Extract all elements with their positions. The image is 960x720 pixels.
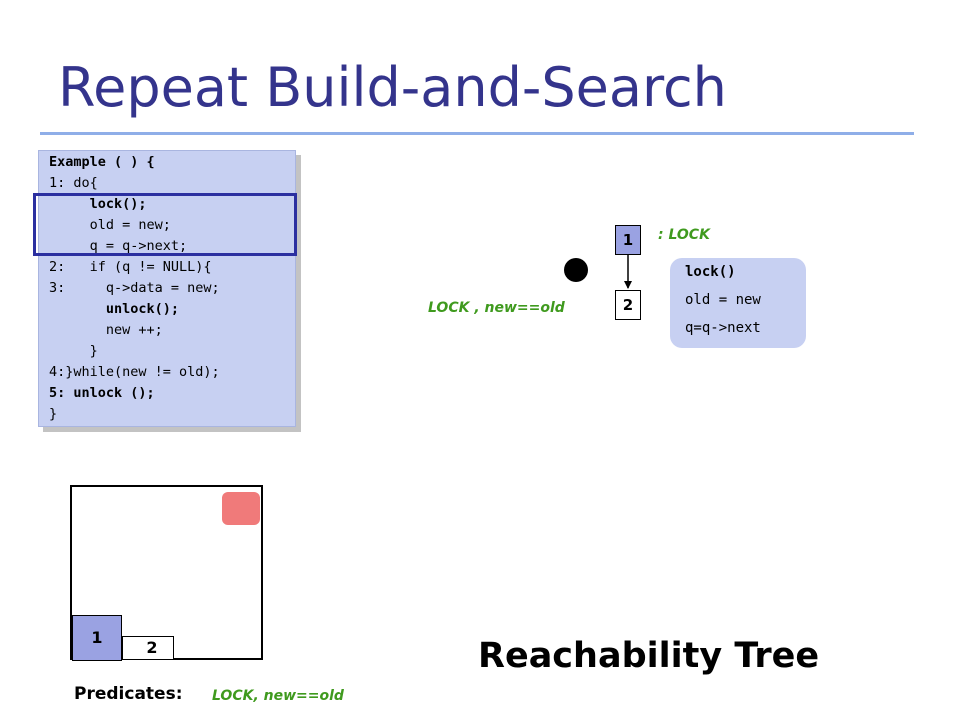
code-line: 3: q->data = new; bbox=[49, 280, 220, 296]
code-line: q = q->next; bbox=[49, 238, 188, 254]
reachability-tree-title: Reachability Tree bbox=[478, 636, 820, 676]
edge-op-line: lock() bbox=[685, 264, 736, 280]
code-line: lock(); bbox=[49, 196, 147, 212]
code-line: 1: do{ bbox=[49, 175, 98, 191]
edge-operations-box: lock() old = new q=q->next bbox=[670, 258, 806, 348]
region-node-2: 2 bbox=[122, 636, 174, 660]
tree-node-2: 2 bbox=[615, 290, 641, 320]
error-state bbox=[222, 492, 260, 525]
code-line: new ++; bbox=[49, 322, 163, 338]
code-panel: Example ( ) { 1: do{ lock(); old = new; … bbox=[38, 150, 296, 427]
title-divider bbox=[40, 132, 914, 135]
code-line: 5: unlock (); bbox=[49, 385, 155, 401]
code-highlight-box bbox=[33, 193, 297, 256]
code-line: 2: if (q != NULL){ bbox=[49, 259, 212, 275]
code-line: 4:}while(new != old); bbox=[49, 364, 220, 380]
code-line: Example ( ) { bbox=[49, 154, 155, 170]
code-line: unlock(); bbox=[49, 301, 180, 317]
tree-node-1: 1 bbox=[615, 225, 641, 255]
code-line: } bbox=[49, 343, 98, 359]
code-line: } bbox=[49, 406, 58, 422]
predicates-values: LOCK, new==old bbox=[212, 688, 344, 704]
edge-op-line: old = new bbox=[685, 292, 761, 308]
region-node-1: 1 bbox=[72, 615, 122, 661]
node-1-predicate-label: : LOCK bbox=[658, 227, 710, 243]
code-line: old = new; bbox=[49, 217, 171, 233]
predicates-label: Predicates: bbox=[74, 684, 183, 704]
node-2-predicate-label: LOCK , new==old bbox=[428, 300, 565, 316]
edge-op-line: q=q->next bbox=[685, 320, 761, 336]
slide-title: Repeat Build-and-Search bbox=[58, 56, 727, 119]
tree-root-dot bbox=[564, 258, 588, 282]
